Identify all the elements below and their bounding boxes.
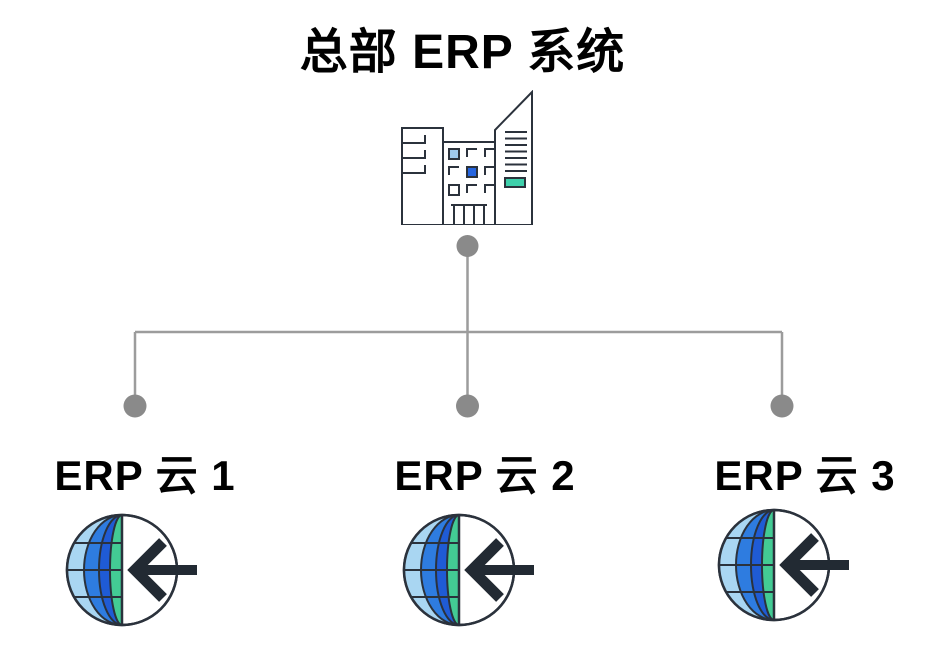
child-node-label-erp-cloud-2: ERP 云 2 (394, 452, 576, 499)
tree-dot-root (456, 235, 479, 257)
globe-import-icon (716, 507, 852, 623)
globe-import-icon (64, 512, 200, 628)
tree-dot-child-3 (770, 394, 794, 418)
tree-dot-child-1 (123, 394, 147, 418)
office-building-icon (401, 90, 533, 225)
child-node-label-erp-cloud-1: ERP 云 1 (54, 452, 236, 499)
globe-import-icon (401, 512, 537, 628)
root-node-label: 总部 ERP 系统 (299, 26, 626, 79)
tree-dot-child-2 (456, 394, 479, 418)
child-node-label-erp-cloud-3: ERP 云 3 (714, 452, 896, 499)
